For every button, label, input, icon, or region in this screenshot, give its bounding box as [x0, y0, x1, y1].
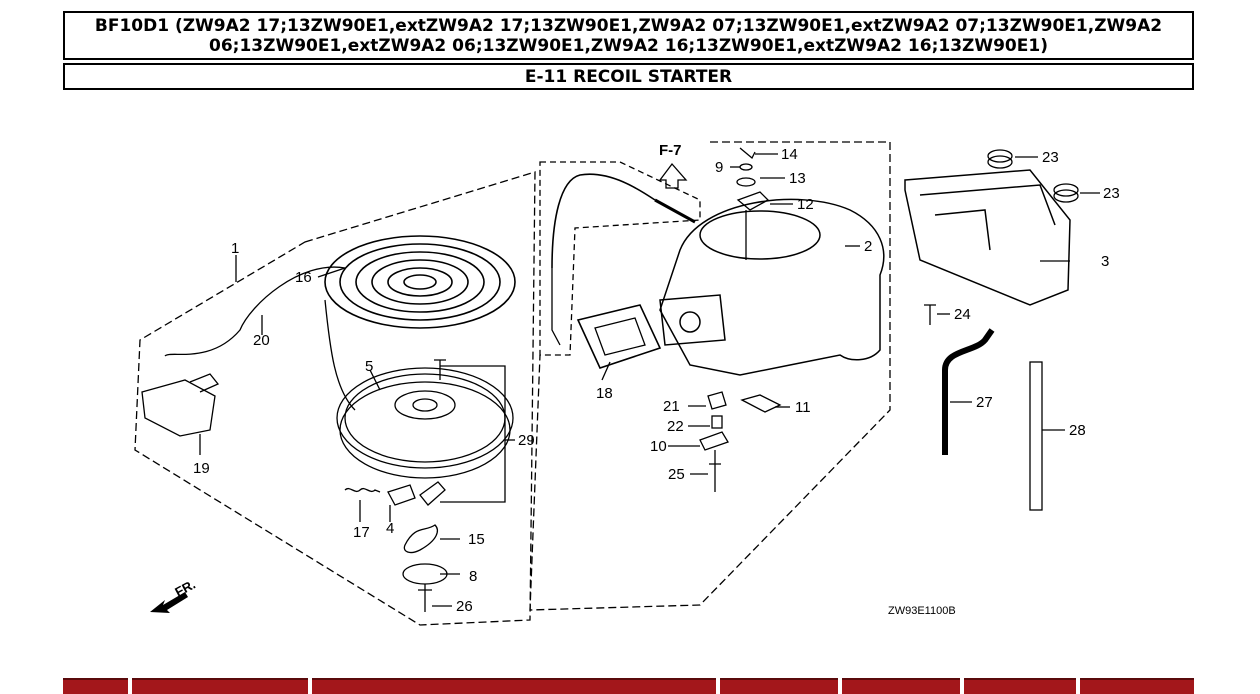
callout-2: 2	[864, 238, 872, 255]
spiral-spring-part	[324, 235, 516, 329]
cable-outline	[539, 161, 701, 356]
callout-29: 29	[518, 432, 535, 449]
table-header-cell	[63, 678, 128, 694]
parts-diagram: F-7 FR. ZW93E1100B 1 2 3 4 5 8 9 10 11 1…	[134, 141, 1120, 626]
front-label: FR.	[172, 577, 198, 600]
front-arrow-icon	[150, 592, 188, 613]
starter-rope	[164, 266, 346, 357]
case-part	[904, 169, 1071, 306]
bracket-11	[740, 394, 782, 413]
section-title: E-11 RECOIL STARTER	[524, 67, 733, 87]
bolt-24	[924, 304, 936, 325]
ref-label: F-7	[659, 142, 682, 159]
callout-20: 20	[253, 332, 270, 349]
nut-21	[707, 391, 727, 410]
assembly-1-outline	[134, 171, 536, 626]
screw-14	[739, 147, 756, 160]
starter-cover-part	[659, 198, 885, 376]
grip-part	[576, 304, 662, 369]
hose-27	[942, 328, 995, 455]
drawing-code: ZW93E1100B	[888, 605, 956, 617]
callout-27: 27	[976, 394, 993, 411]
callout-11: 11	[795, 399, 811, 416]
callout-23a: 23	[1042, 149, 1059, 166]
callout-14: 14	[781, 146, 798, 163]
table-header-cell	[1080, 678, 1194, 694]
callout-4: 4	[386, 520, 394, 537]
starter-handle	[141, 373, 220, 437]
assembly-2-outline	[529, 141, 891, 611]
table-header-cell	[842, 678, 960, 694]
callout-18: 18	[596, 385, 613, 402]
pawl-spring-part	[344, 487, 381, 493]
callout-16: 16	[295, 269, 312, 286]
model-header: BF10D1 (ZW9A2 17;13ZW90E1,extZW9A2 17;13…	[63, 11, 1194, 60]
callout-19: 19	[193, 460, 210, 477]
reel-part	[336, 367, 514, 479]
callout-22: 22	[667, 418, 684, 435]
callout-21: 21	[663, 398, 680, 415]
model-title: BF10D1 (ZW9A2 17;13ZW90E1,extZW9A2 17;13…	[94, 16, 1163, 56]
callout-1: 1	[231, 240, 239, 257]
callout-26: 26	[456, 598, 473, 615]
callout-5: 5	[365, 358, 373, 375]
grommet-23a	[987, 155, 1013, 169]
callout-3: 3	[1101, 253, 1109, 270]
callout-17: 17	[353, 524, 370, 541]
callout-28: 28	[1069, 422, 1086, 439]
bracket-10	[699, 431, 729, 451]
tube-28	[1029, 361, 1043, 511]
callout-9: 9	[715, 159, 723, 176]
direction-arrow-icon	[658, 162, 688, 189]
callout-23b: 23	[1103, 185, 1120, 202]
table-header-cell	[312, 678, 716, 694]
table-header-cell	[720, 678, 838, 694]
callout-24: 24	[954, 306, 971, 323]
callout-8: 8	[469, 568, 477, 585]
table-header-cell	[964, 678, 1076, 694]
callout-10: 10	[650, 438, 667, 455]
section-header: E-11 RECOIL STARTER	[63, 63, 1194, 90]
ratchet-part	[387, 484, 416, 506]
callout-25: 25	[668, 466, 685, 483]
callout-12: 12	[797, 196, 814, 213]
table-header-cell	[132, 678, 308, 694]
cable-part	[551, 173, 656, 269]
callout-13: 13	[789, 170, 806, 187]
friction-spring-part	[403, 524, 438, 554]
callout-15: 15	[468, 531, 485, 548]
grommet-23b	[1053, 189, 1079, 203]
